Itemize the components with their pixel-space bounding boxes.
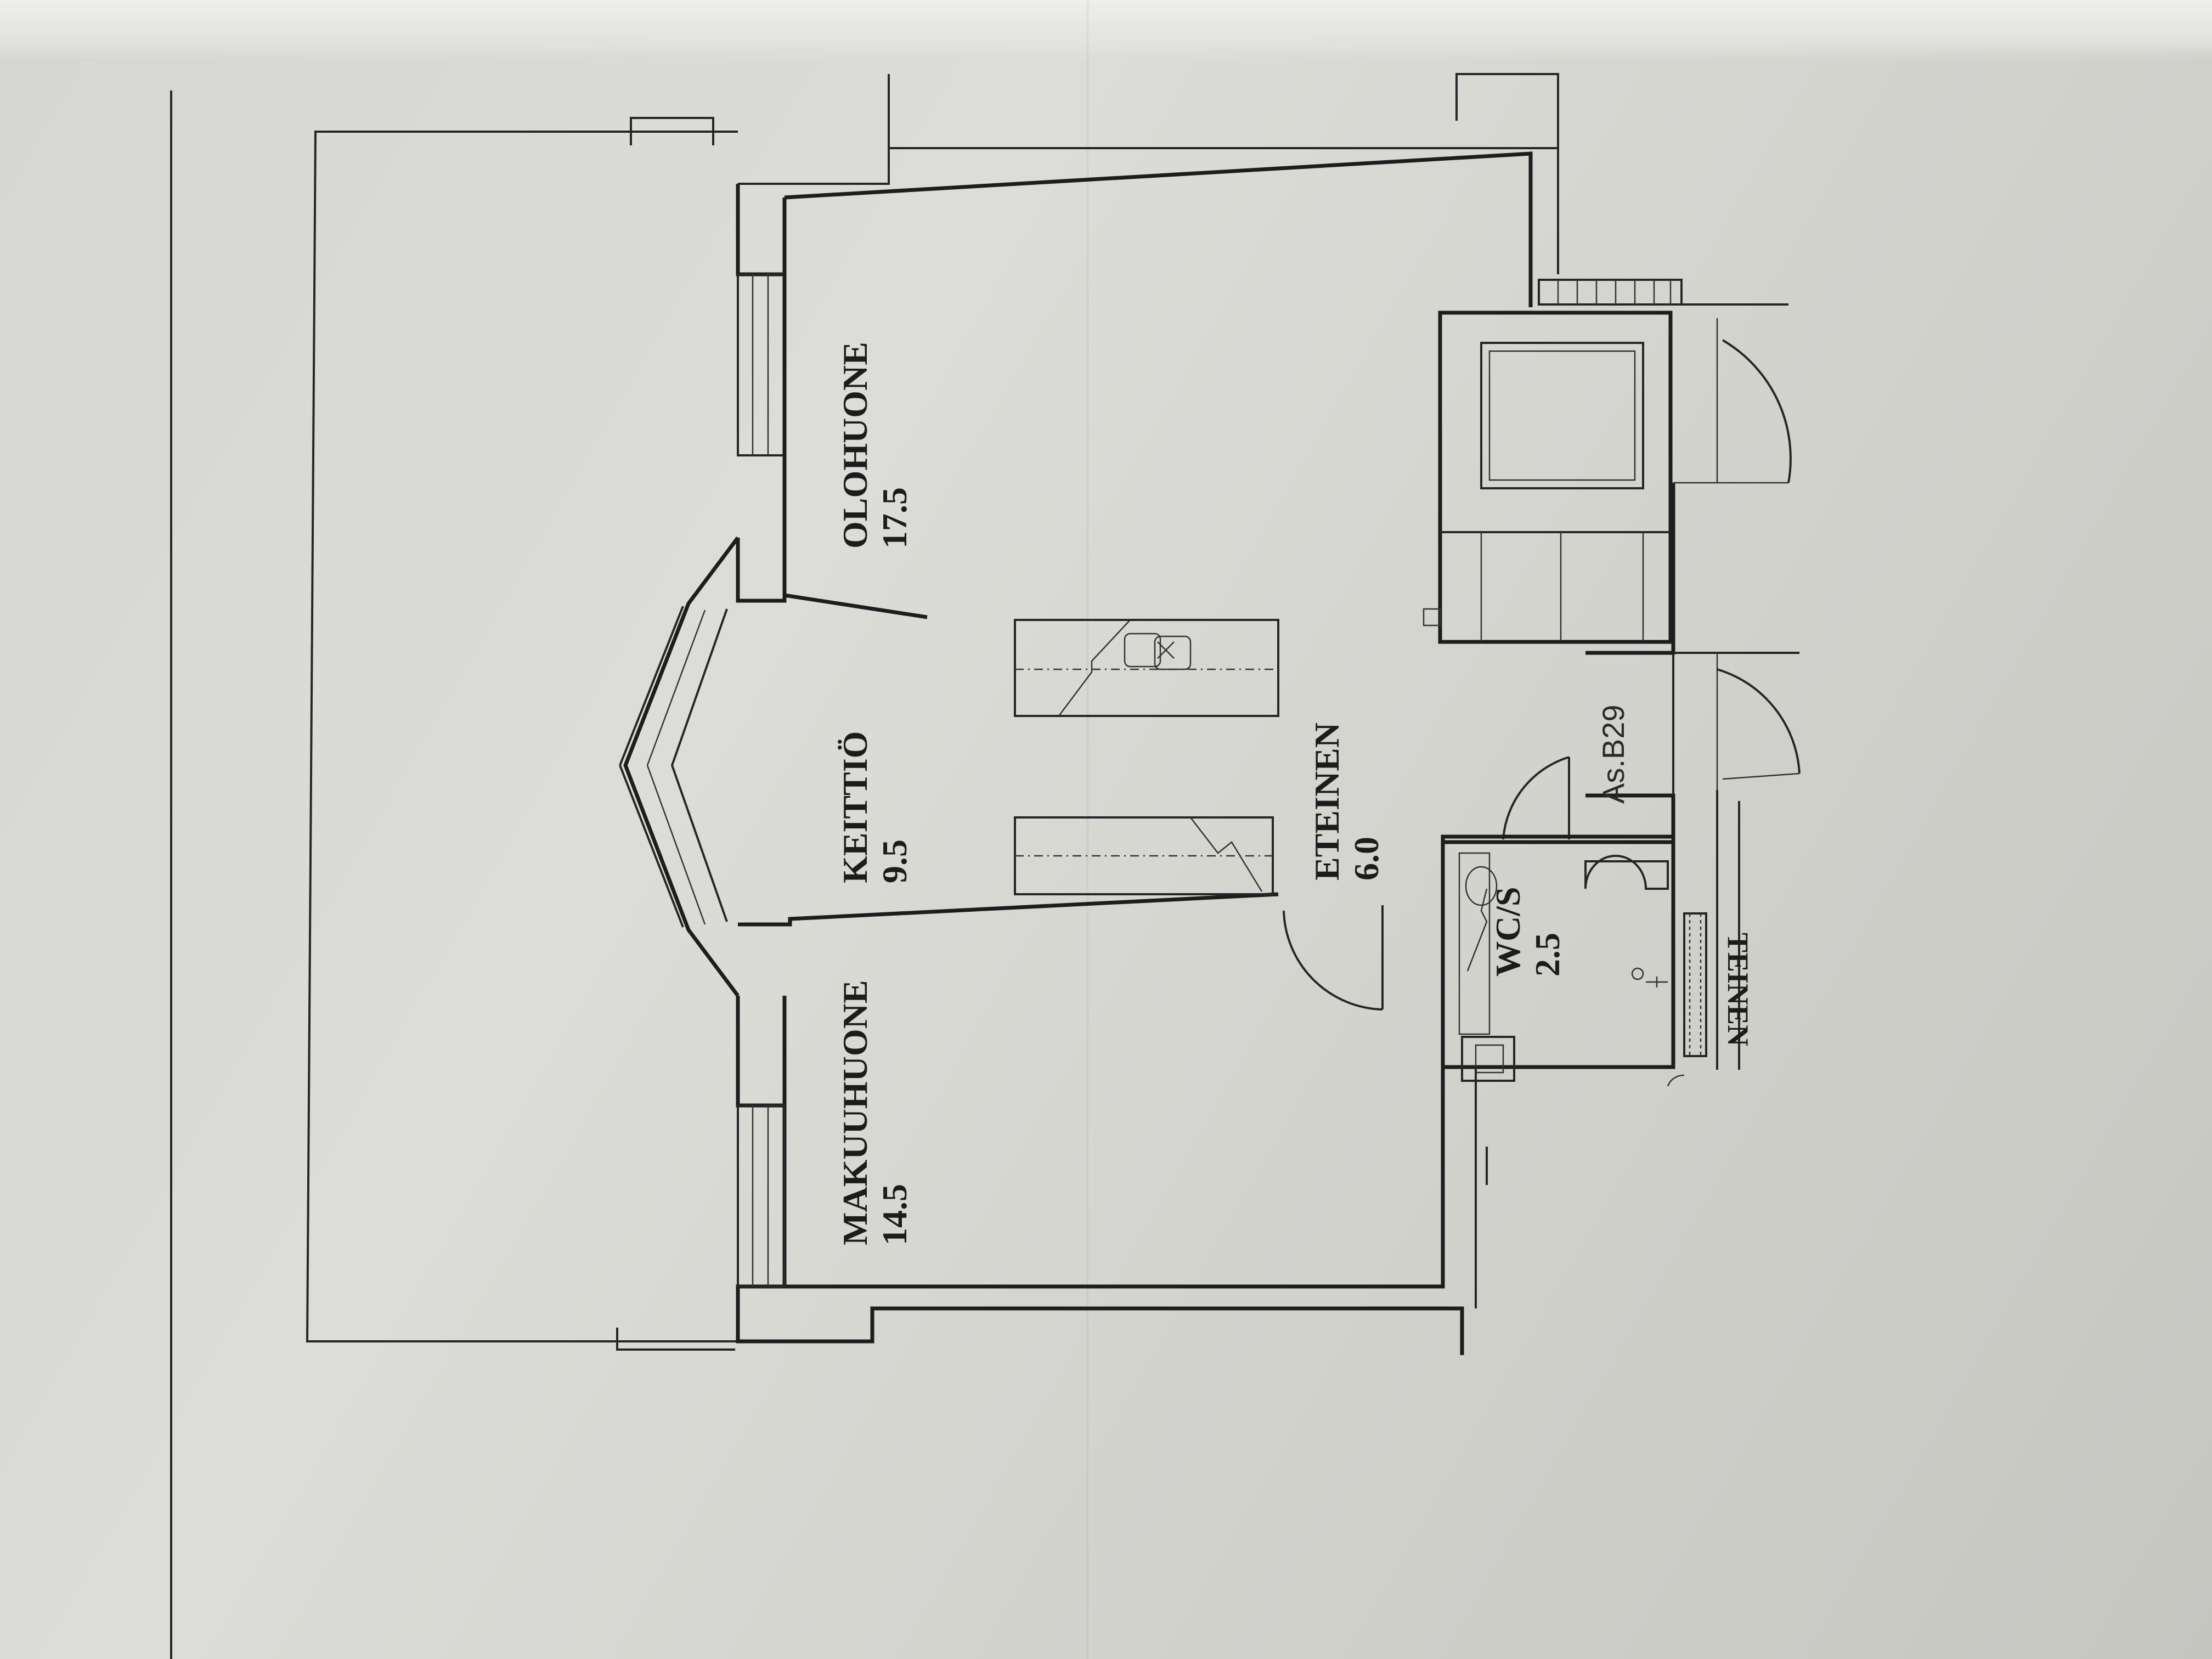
window-olohuone <box>737 273 786 456</box>
kitchen-counter-bottom <box>1014 816 1274 895</box>
living-room-wall <box>782 198 928 619</box>
paper-fold <box>1086 0 1090 1659</box>
keittio-name: KEITTIÖ <box>836 731 874 883</box>
top-wall-outer <box>889 73 1559 149</box>
bathroom <box>1441 834 1707 1087</box>
wc-door <box>1502 756 1570 840</box>
entry-wall <box>1585 483 1675 655</box>
wcs-area: 2.5 <box>1528 933 1567 977</box>
makuuhuone-area: 14.5 <box>875 1184 914 1245</box>
label-olohuone: OLOHUONE 17.5 <box>836 342 914 549</box>
label-eteinen: ETEINEN 6.0 <box>1307 723 1386 881</box>
corridor-wall <box>1716 790 1740 1070</box>
bay-window <box>619 536 740 997</box>
top-wall-outer-2 <box>738 74 890 185</box>
exterior-wall-top <box>736 184 787 603</box>
paper-edge <box>0 0 2212 60</box>
label-corridor: TEINEN <box>1722 933 1754 1046</box>
corridor-door-top <box>1673 303 1792 484</box>
olohuone-area: 17.5 <box>875 487 914 549</box>
window-makuuhuone <box>737 1104 786 1288</box>
exterior-wall-top-inner <box>784 151 1533 307</box>
keittio-area: 9.5 <box>875 839 914 883</box>
eteinen-name: ETEINEN <box>1307 723 1346 881</box>
kitchen-bedroom-wall <box>738 892 1279 927</box>
front-door <box>1672 652 1801 795</box>
hall-wall <box>1443 793 1675 844</box>
label-makuuhuone: MAKUUHUONE 14.5 <box>836 980 914 1245</box>
vent-grille <box>1538 279 1683 306</box>
bedroom-right-wall <box>1475 1067 1488 1308</box>
label-keittio: KEITTIÖ 9.5 <box>836 731 914 883</box>
bedroom-door <box>1283 905 1384 1011</box>
wcs-name: WC/S <box>1488 887 1527 977</box>
label-wcs: WC/S 2.5 <box>1488 887 1567 977</box>
eteinen-area: 6.0 <box>1347 837 1386 881</box>
bottom-railing <box>616 1328 735 1351</box>
closets <box>1423 311 1673 644</box>
top-railing <box>630 117 714 145</box>
apartment-number: As.B29 <box>1596 704 1630 804</box>
label-apartment: As.B29 <box>1596 704 1630 804</box>
makuuhuone-name: MAKUUHUONE <box>836 980 874 1245</box>
kitchen-counter-top <box>1014 619 1279 717</box>
balcony-outline <box>306 131 738 1342</box>
olohuone-name: OLOHUONE <box>836 342 874 549</box>
corridor-label: TEINEN <box>1722 933 1754 1046</box>
